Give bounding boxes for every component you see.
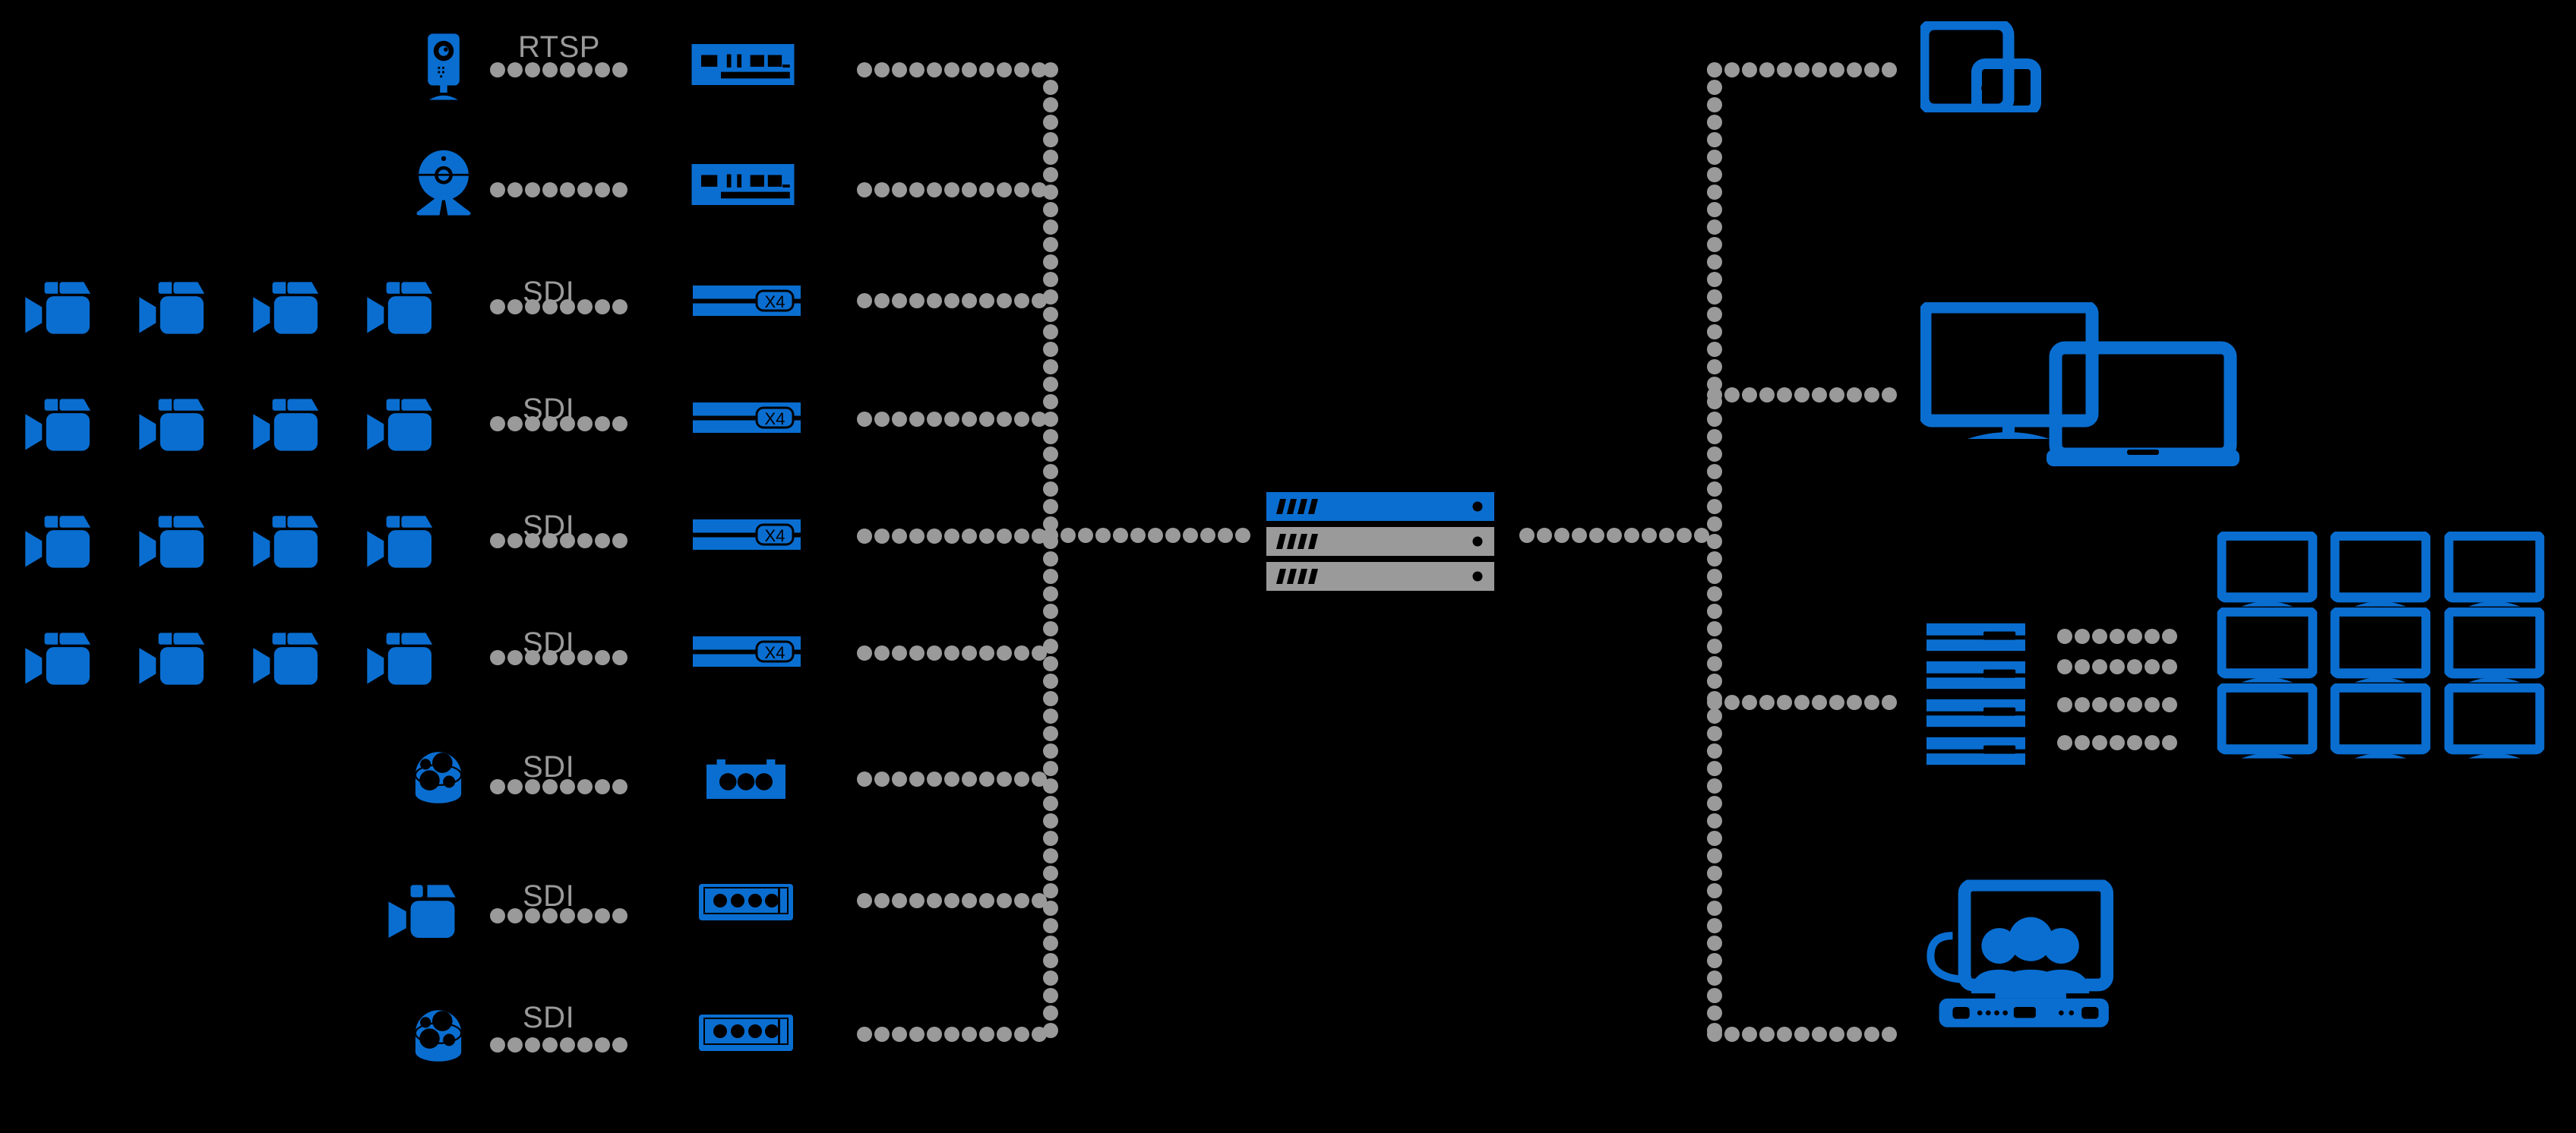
video-wall-screen[interactable] [2324, 608, 2437, 683]
video-wall-screen[interactable] [2211, 532, 2324, 608]
video-wall-screen[interactable] [2324, 532, 2437, 608]
source-icon-camcorder[interactable] [365, 389, 448, 453]
destination-icon-tablet-phone[interactable] [1920, 21, 2042, 112]
server-rack[interactable] [1261, 492, 1500, 591]
rack-unit-1[interactable] [1261, 492, 1500, 521]
source-icon-camcorder[interactable] [23, 389, 106, 453]
encoder-3-port-1[interactable] [706, 759, 785, 799]
source-icon-camcorder[interactable] [23, 623, 106, 686]
encoder-4-port-2[interactable] [699, 1013, 793, 1053]
decoder-stack[interactable] [1926, 623, 2025, 767]
source-icon-camcorder[interactable] [251, 506, 334, 570]
source-icon-webcam[interactable] [412, 146, 476, 216]
video-wall-screen[interactable] [2438, 608, 2551, 683]
encoder-sdi-x4-4[interactable] [693, 636, 801, 667]
encoder-network-box-2[interactable] [691, 164, 795, 205]
video-wall-screen[interactable] [2438, 683, 2551, 759]
sdi-decoder-unit[interactable] [1926, 737, 2025, 765]
video-wall-3x3[interactable] [2211, 532, 2551, 759]
protocol-label-sdi: SDI [523, 879, 575, 913]
source-icon-camcorder[interactable] [251, 272, 334, 336]
encoder-network-box-1[interactable] [691, 44, 795, 85]
source-icon-camcorder[interactable] [23, 506, 106, 570]
video-wall-screen[interactable] [2438, 532, 2551, 608]
encoder-sdi-x4-1[interactable] [693, 286, 801, 316]
sdi-decoder-unit[interactable] [1926, 661, 2025, 690]
encoder-4-port-1[interactable] [699, 882, 793, 922]
source-icon-ptz-dome-camera[interactable] [409, 738, 468, 806]
source-icon-camcorder[interactable] [251, 623, 334, 686]
destination-icon-video-conference[interactable] [1920, 877, 2124, 1035]
video-wall-screen[interactable] [2324, 683, 2437, 759]
source-icon-camcorder[interactable] [137, 623, 220, 686]
source-icon-camcorder[interactable] [137, 389, 220, 453]
source-icon-camcorder[interactable] [23, 272, 106, 336]
rack-unit-2[interactable] [1261, 527, 1500, 556]
source-icon-camcorder[interactable] [365, 272, 448, 336]
video-wall-screen[interactable] [2211, 683, 2324, 759]
video-wall-screen[interactable] [2211, 608, 2324, 683]
encoder-sdi-x4-2[interactable] [693, 402, 801, 433]
source-icon-ptz-dome-camera[interactable] [409, 996, 468, 1065]
sdi-decoder-unit[interactable] [1926, 623, 2025, 652]
rack-unit-3[interactable] [1261, 562, 1500, 591]
source-icon-camcorder[interactable] [365, 506, 448, 570]
source-icon-camcorder[interactable] [137, 272, 220, 336]
source-icon-camcorder[interactable] [251, 389, 334, 453]
source-icon-block-camera[interactable] [386, 879, 474, 942]
source-icon-camcorder[interactable] [365, 623, 448, 686]
protocol-label-sdi: SDI [523, 750, 575, 784]
source-icon-ip-camera[interactable] [416, 29, 471, 102]
sdi-decoder-unit[interactable] [1926, 699, 2025, 727]
destination-icon-monitor-laptop[interactable] [1920, 302, 2239, 469]
encoder-sdi-x4-3[interactable] [693, 519, 801, 550]
protocol-label-sdi: SDI [523, 1001, 575, 1034]
source-icon-camcorder[interactable] [137, 506, 220, 570]
protocol-label-rtsp: RTSP [518, 30, 600, 64]
